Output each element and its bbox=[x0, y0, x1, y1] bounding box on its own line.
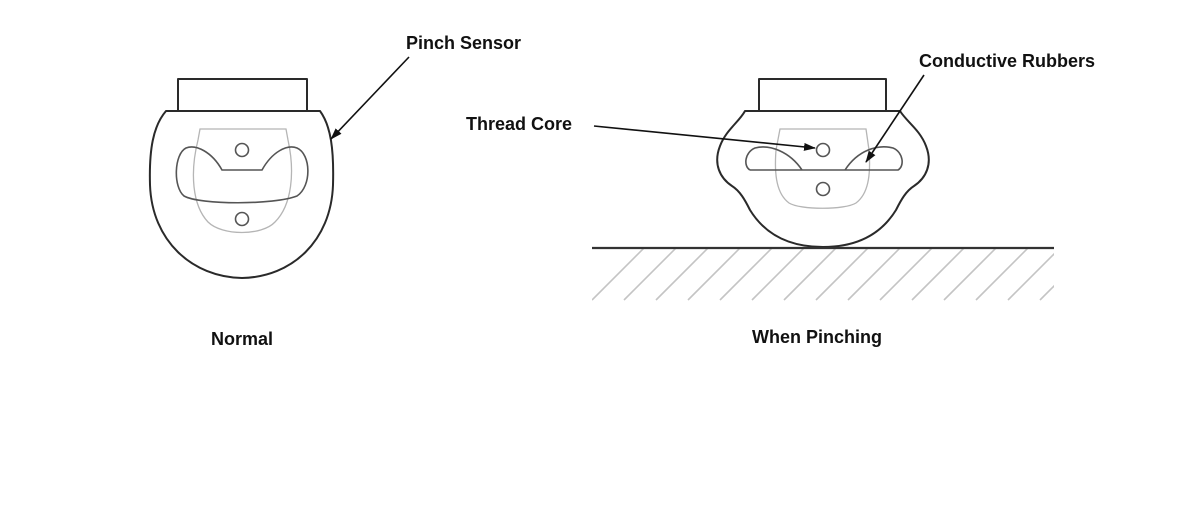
sensor-normal-inner-shell bbox=[192, 128, 293, 234]
sensor-normal-thread-core bbox=[234, 142, 250, 158]
sensor-pinching-thread-core bbox=[815, 142, 831, 158]
pinch-sensor-label: Pinch Sensor bbox=[406, 33, 521, 53]
ground-surface bbox=[592, 246, 1054, 301]
conductive-rubbers-leader bbox=[865, 74, 925, 163]
sensor-pinching-lower-hole bbox=[815, 181, 831, 197]
sensor-pinching bbox=[716, 78, 930, 248]
sensor-pinching-body bbox=[716, 110, 930, 248]
sensor-pinching-conductive-chamber bbox=[745, 146, 903, 171]
pinch-sensor-leader bbox=[330, 56, 410, 140]
sensor-normal bbox=[148, 78, 335, 279]
sensor-normal-conductive-chamber bbox=[175, 146, 309, 204]
thread-core-label: Thread Core bbox=[466, 114, 572, 134]
thread-core-leader bbox=[593, 125, 816, 151]
conductive-rubbers-label: Conductive Rubbers bbox=[919, 51, 1095, 71]
sensor-normal-mount bbox=[177, 78, 308, 113]
ground-hatching bbox=[592, 249, 1054, 301]
sensor-pinching-inner-shell bbox=[774, 128, 871, 209]
normal-caption: Normal bbox=[211, 329, 273, 349]
sensor-normal-body bbox=[148, 110, 335, 279]
sensor-pinching-mount bbox=[758, 78, 887, 113]
when-pinching-caption: When Pinching bbox=[752, 327, 882, 347]
sensor-normal-lower-hole bbox=[234, 211, 250, 227]
